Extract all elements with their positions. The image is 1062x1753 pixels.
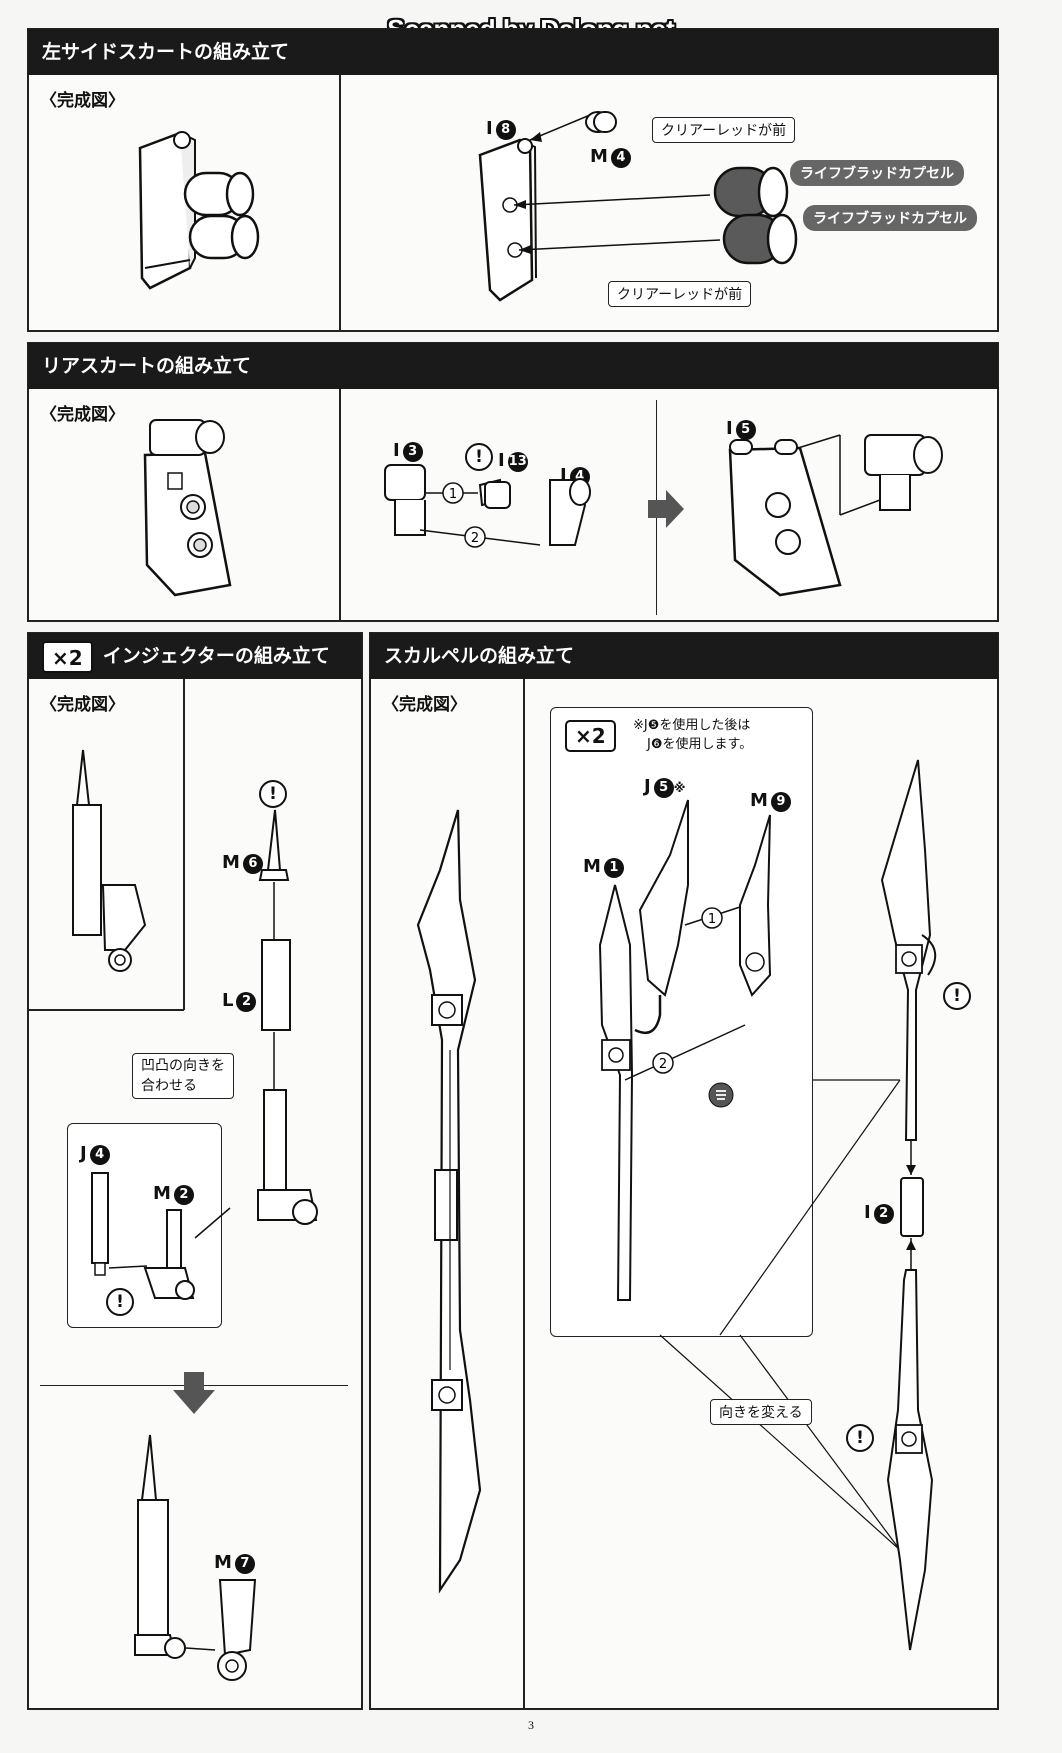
section-title: 左サイドスカートの組み立て [42, 41, 290, 63]
step-1-label: 1 [449, 487, 457, 502]
left-skirt-completed-illustration [138, 131, 260, 290]
warning-icon: ! [106, 1288, 134, 1316]
warning-icon: ! [943, 982, 971, 1010]
section-title: インジェクターの組み立て [102, 645, 330, 667]
rear-skirt-completed-illustration [143, 419, 232, 597]
next-arrow-icon [648, 490, 684, 528]
rear-skirt-header: リアスカートの組み立て [28, 343, 998, 389]
injector-exploded-illustration [257, 809, 318, 1225]
step-2-label: 2 [471, 531, 479, 546]
scalpel-note: ※J❺を使用した後は J❻を使用します。 [633, 716, 752, 754]
left-side-skirt-header: 左サイドスカートの組み立て [28, 29, 998, 75]
step-2-label: 2 [659, 1057, 667, 1072]
down-arrow-icon [173, 1372, 215, 1414]
clear-red-front-callout: クリアーレッドが前 [652, 117, 796, 143]
rear-skirt-assembly-illustration [728, 434, 943, 597]
injector-header: ×2 インジェクターの組み立て [28, 633, 362, 679]
lifeblood-capsule-callout: ライフブラッドカプセル [790, 160, 964, 186]
page-number: 3 [528, 1718, 534, 1732]
warning-icon: ! [465, 443, 493, 471]
scalpel-completed-illustration [416, 809, 482, 1594]
step-1-label: 1 [708, 912, 716, 927]
injector-inset-illustration [91, 1172, 231, 1300]
align-notch-callout: 凹凸の向きを 合わせる [132, 1053, 234, 1099]
divider [339, 389, 341, 621]
multiplier-badge: ×2 [565, 720, 616, 752]
completed-label: 〈完成図〉 [40, 695, 125, 715]
completed-label: 〈完成図〉 [40, 91, 125, 111]
scalpel-assembly-illustration [880, 759, 937, 1651]
completed-label: 〈完成図〉 [40, 405, 125, 425]
section-title: リアスカートの組み立て [42, 355, 252, 377]
injector-final-illustration [134, 1434, 257, 1681]
scalpel-header: スカルペルの組み立て [370, 633, 998, 679]
sound-effect-icon [708, 1082, 734, 1108]
completed-label: 〈完成図〉 [382, 695, 467, 715]
injector-completed-illustration [72, 749, 147, 972]
scalpel-inset-illustration: 1 2 [598, 799, 772, 1301]
divider [28, 1009, 184, 1011]
zoom-lines [659, 1079, 901, 1551]
note-line-2: J❻を使用します。 [647, 737, 753, 752]
change-direction-callout: 向きを変える [710, 1399, 812, 1425]
scalpel-inset-box [550, 707, 813, 1337]
rear-skirt-exploded-illustration: 1 2 [384, 464, 591, 548]
multiplier-badge: ×2 [42, 640, 93, 673]
left-skirt-exploded-illustration [478, 111, 798, 302]
lifeblood-capsule-callout: ライフブラッドカプセル [803, 205, 977, 231]
clear-red-front-callout: クリアーレッドが前 [608, 281, 752, 307]
divider [183, 679, 185, 1010]
divider [523, 679, 525, 1709]
divider [339, 75, 341, 331]
section-title: スカルペルの組み立て [384, 645, 575, 667]
note-line-1: ※J❺を使用した後は [633, 718, 751, 733]
warning-icon: ! [259, 780, 287, 808]
warning-icon: ! [846, 1424, 874, 1452]
